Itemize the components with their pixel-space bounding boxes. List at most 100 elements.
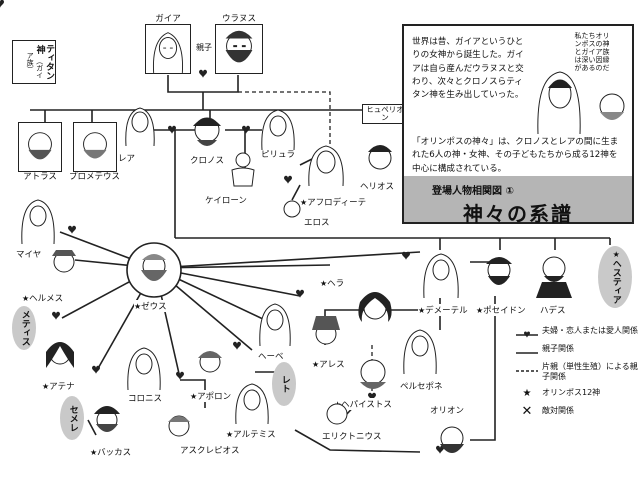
persephone-name: ペルセポネ xyxy=(400,380,443,392)
gaia-portrait xyxy=(145,24,191,74)
hephaistos-node[interactable] xyxy=(352,352,394,396)
hera-portrait xyxy=(352,282,398,332)
prometheus-name: プロメテウス xyxy=(68,173,121,182)
kronos-name: クロノス xyxy=(189,157,225,166)
eros-node[interactable] xyxy=(280,198,304,220)
titan-sub-label: （ガイア族） xyxy=(26,52,43,79)
gaia-name: ガイア xyxy=(154,15,182,24)
cheiron-node[interactable] xyxy=(222,150,264,188)
athena-node[interactable] xyxy=(40,332,80,376)
legend-enemy-label: 敵対関係 xyxy=(542,406,574,415)
semele-name: セメレ xyxy=(67,405,76,432)
page-title: 神々の系譜 xyxy=(404,198,632,227)
philyra-node[interactable]: ピリュラ xyxy=(258,106,298,160)
apollon-name: ★アポロン xyxy=(190,390,231,402)
hermes-portrait xyxy=(44,246,84,276)
bacchus-portrait xyxy=(86,400,128,442)
leto-name: レト xyxy=(279,375,288,393)
star-icon: ★ xyxy=(516,388,538,398)
prometheus-node[interactable]: プロメテウス xyxy=(68,122,121,182)
legend-enemy: ✕ 敵対関係 xyxy=(516,406,638,418)
atlas-node[interactable]: アトラス xyxy=(18,122,62,182)
uranus-name: ウラヌス xyxy=(221,15,257,24)
metis-oval[interactable]: メティス xyxy=(12,306,36,350)
cheiron-name: ケイローン xyxy=(205,194,247,206)
persephone-node[interactable] xyxy=(400,326,440,374)
rhea-node[interactable] xyxy=(120,102,160,146)
coronis-portrait xyxy=(124,344,164,390)
poseidon-portrait xyxy=(476,248,522,298)
hebe-name: ヘーベ xyxy=(258,350,284,362)
metis-name: メティス xyxy=(19,310,28,346)
poseidon-node[interactable] xyxy=(476,248,522,298)
aphrodite-name: ★アフロディーテ xyxy=(300,196,366,208)
athena-portrait xyxy=(40,332,80,376)
hestia-name: ★ヘスティア xyxy=(610,250,619,304)
title-banner: 登場人物相関図 ① 神々の系譜 xyxy=(404,176,632,222)
uranus-portrait xyxy=(215,24,263,74)
title-subtitle: 登場人物相関図 ① xyxy=(432,182,632,197)
semele-oval[interactable]: セメレ xyxy=(60,396,84,440)
hera-name: ★ヘラ xyxy=(320,277,344,289)
aphrodite-portrait xyxy=(303,140,349,186)
coronis-node[interactable] xyxy=(124,344,164,390)
legend-parent-child-label: 親子関係 xyxy=(542,344,574,353)
titan-group-label: ティタン神 （ガイア族） xyxy=(12,40,56,84)
legend-couple-label: 夫婦・恋人または愛人関係 xyxy=(542,326,638,335)
apollon-node[interactable] xyxy=(190,340,230,386)
demeter-name: ★デメーテル xyxy=(418,304,468,316)
atlas-portrait xyxy=(18,122,62,172)
poseidon-name: ★ポセイドン xyxy=(476,304,526,316)
artemis-name: ★アルテミス xyxy=(226,428,276,440)
cheiron-portrait xyxy=(222,150,264,188)
ares-name: ★アレス xyxy=(312,358,345,370)
helios-node[interactable] xyxy=(358,136,402,180)
parent-child-swatch xyxy=(516,348,538,358)
couple-swatch xyxy=(516,330,538,340)
maia-node[interactable] xyxy=(18,196,58,244)
atlas-name: アトラス xyxy=(22,173,58,182)
demeter-node[interactable] xyxy=(420,250,462,298)
zeus-name: ★ゼウス xyxy=(134,300,167,312)
half-parent-swatch xyxy=(516,366,538,376)
demeter-portrait xyxy=(420,250,462,298)
legend-half-parent-label: 片親（単性生殖）による親子関係 xyxy=(542,362,638,381)
prometheus-portrait xyxy=(73,122,117,172)
erichthonios-portrait xyxy=(318,398,356,428)
asclepius-node[interactable] xyxy=(160,410,198,442)
gaia-node[interactable]: ガイア xyxy=(145,14,191,74)
helios-portrait xyxy=(358,136,402,180)
erichthonios-node[interactable] xyxy=(318,398,356,428)
hebe-node[interactable] xyxy=(256,300,294,346)
zeus-portrait xyxy=(124,240,184,300)
narrator-illustration xyxy=(530,62,630,134)
zeus-node[interactable] xyxy=(124,240,184,300)
orion-node[interactable] xyxy=(430,418,474,462)
apollon-portrait xyxy=(190,340,230,386)
eros-name: エロス xyxy=(304,216,330,228)
rhea-name: レア xyxy=(118,152,135,164)
persephone-portrait xyxy=(400,326,440,374)
hebe-portrait xyxy=(256,300,294,346)
philyra-portrait xyxy=(258,106,298,150)
coronis-name: コロニス xyxy=(128,392,162,404)
intro-text-bottom: 「オリンポスの神々」は、クロノスとレアの間に生まれた6人の神・女神、その子どもた… xyxy=(412,136,626,176)
asclepius-portrait xyxy=(160,410,198,442)
bacchus-node[interactable] xyxy=(86,400,128,442)
hades-name: ハデス xyxy=(540,304,566,316)
bacchus-name: ★バッカス xyxy=(90,446,131,458)
parents-tag: 親子 xyxy=(196,42,212,53)
ares-node[interactable] xyxy=(306,310,346,354)
leto-oval[interactable]: レト xyxy=(272,362,296,406)
legend-couple: 夫婦・恋人または愛人関係 xyxy=(516,326,638,338)
aphrodite-node[interactable] xyxy=(303,140,349,186)
hades-node[interactable] xyxy=(530,248,578,298)
hestia-oval[interactable]: ★ヘスティア xyxy=(598,246,632,308)
philyra-name: ピリュラ xyxy=(260,151,296,160)
maia-name: マイヤ xyxy=(16,248,41,260)
uranus-node[interactable]: ウラヌス xyxy=(215,14,263,74)
artemis-node[interactable] xyxy=(232,380,272,424)
athena-name: ★アテナ xyxy=(42,380,75,392)
hera-node[interactable] xyxy=(352,282,398,332)
hermes-node[interactable] xyxy=(44,246,84,276)
